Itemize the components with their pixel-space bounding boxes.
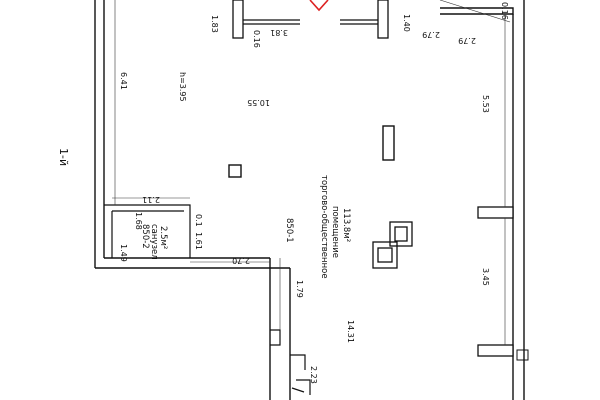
- wc-area: 2.5м²: [158, 226, 168, 249]
- equipment-back-inner: [394, 226, 408, 242]
- right-pilasters: [477, 206, 514, 357]
- wc-wall: [104, 204, 191, 258]
- pilaster-upper: [477, 206, 514, 219]
- dimension-lines: [112, 0, 511, 345]
- dim-279: 2.79: [422, 30, 440, 39]
- main-code: 850-1: [284, 218, 294, 243]
- top-openings: [232, 0, 389, 39]
- column-right: [382, 125, 395, 161]
- dim-016-top: 0.16: [252, 30, 261, 48]
- floor-mark: 1-й: [57, 148, 70, 166]
- dim-381: 3.81: [270, 28, 288, 37]
- stair-box: [270, 329, 281, 346]
- dim-223: 2.23: [309, 366, 318, 384]
- top-opening-right-jamb: [377, 0, 389, 39]
- dim-279-b: 2.79: [458, 36, 476, 45]
- top-opening-right-sill: [340, 19, 378, 25]
- main-area: 113.8м²: [341, 208, 351, 242]
- dim-168: 1.68: [134, 212, 143, 230]
- main-name-2: помещение: [330, 206, 340, 258]
- column-center: [228, 164, 242, 178]
- equipment-back: [389, 221, 413, 247]
- dim-641: 6.41: [119, 72, 128, 90]
- dim-149: 1.49: [119, 244, 128, 262]
- main-name-1: торгово-общественное: [319, 175, 329, 279]
- equipment-outer: [372, 241, 398, 269]
- dim-345: 3.45: [481, 268, 490, 286]
- dim-161: 1.61: [194, 232, 203, 250]
- walls: [94, 0, 525, 400]
- wc-name: санузел: [149, 224, 159, 260]
- right-wall-detail: [516, 349, 529, 361]
- entrance-marker: [309, 0, 329, 12]
- dim-1055: 10.55: [247, 98, 270, 107]
- dim-1431: 14.31: [346, 320, 355, 343]
- dim-270: 2.70: [232, 256, 250, 265]
- dim-140: 1.40: [402, 14, 411, 32]
- stair-line-c: [291, 387, 305, 393]
- equipment-inner: [377, 247, 393, 263]
- stair-line-a: [290, 354, 306, 370]
- dim-016-right: 0.16: [500, 2, 509, 20]
- dim-01: 0.1: [194, 214, 203, 227]
- equipment-symbol: [372, 221, 413, 269]
- top-opening-left-sill: [243, 19, 300, 25]
- pilaster-lower: [477, 344, 514, 357]
- top-wall-right: [440, 7, 514, 15]
- dim-211: 2.11: [142, 195, 160, 204]
- columns: [228, 125, 395, 178]
- wc-partition: [104, 204, 191, 258]
- stair-detail: [270, 329, 311, 395]
- stair-line-b: [296, 379, 311, 395]
- height-mark: h=3.95: [178, 72, 187, 102]
- top-opening-left-jamb: [232, 0, 244, 39]
- wc-code: 850-2: [140, 224, 150, 249]
- dim-553: 5.53: [481, 95, 490, 113]
- dim-183: 1.83: [210, 15, 219, 33]
- dimline-right-top: [439, 0, 511, 23]
- dim-179: 1.79: [295, 280, 304, 298]
